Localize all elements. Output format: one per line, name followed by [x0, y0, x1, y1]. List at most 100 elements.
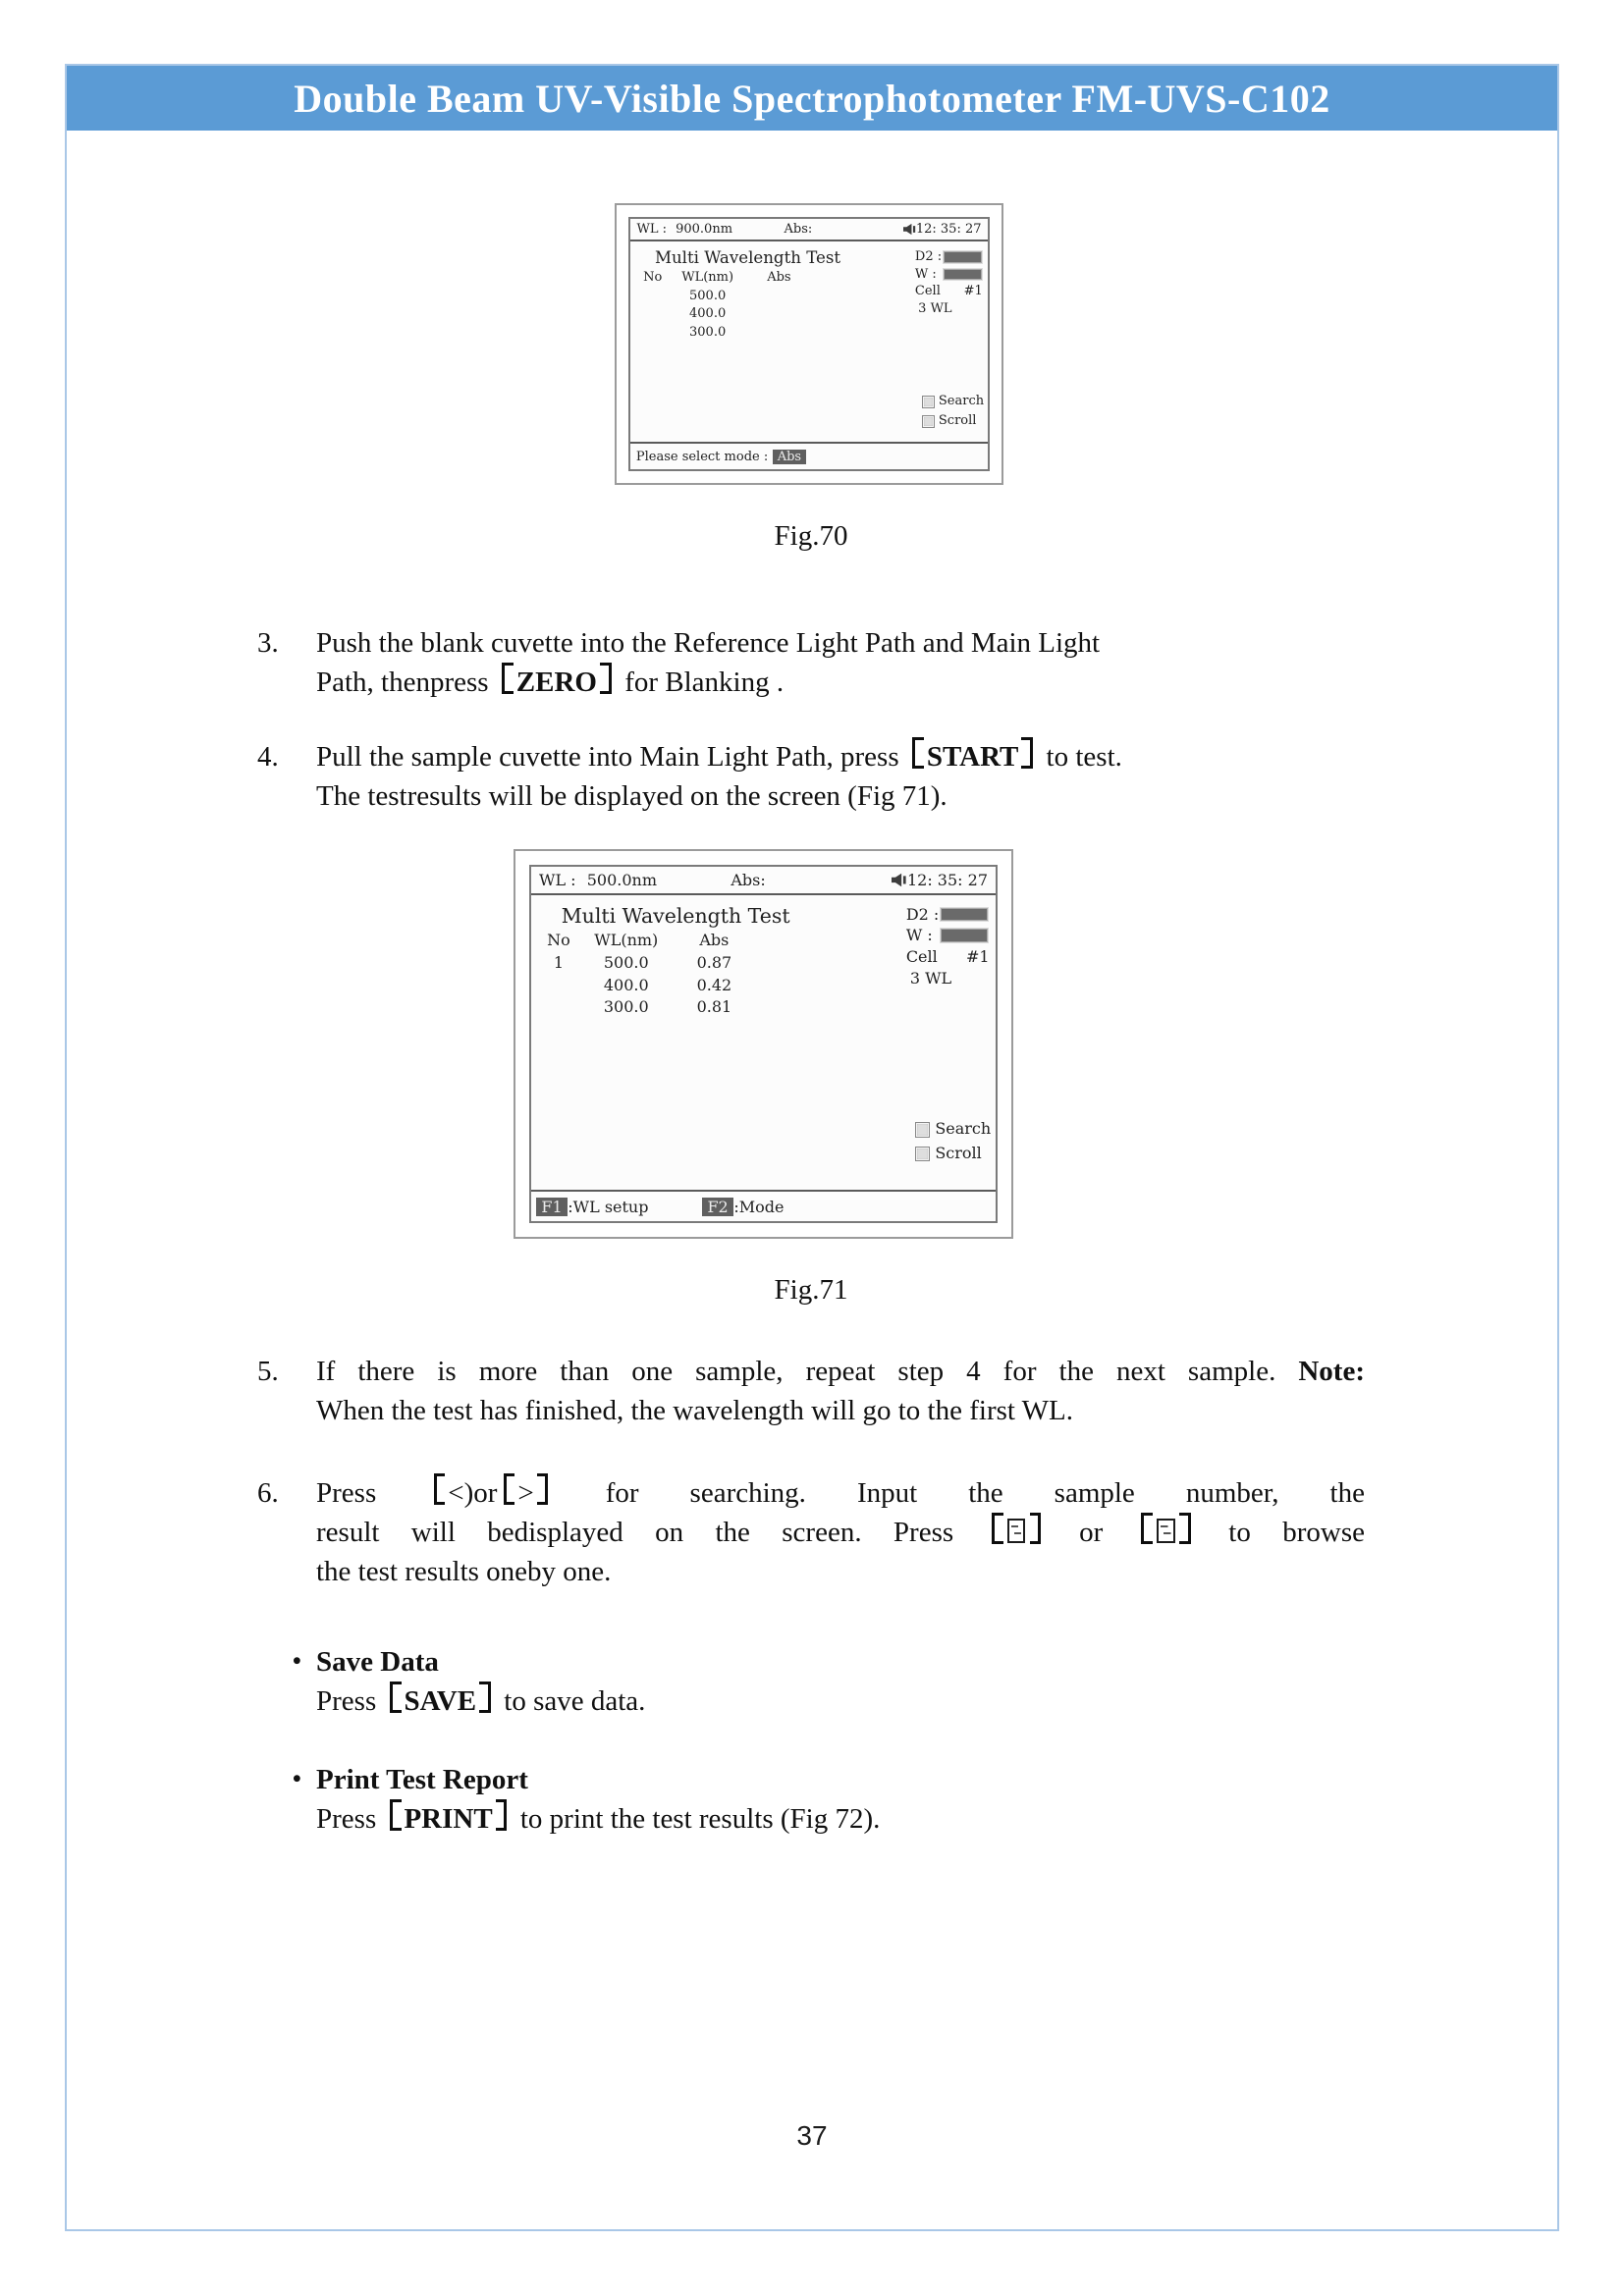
text-segment: Pull the sample cuvette into Main Light …: [316, 741, 906, 773]
lamp-status-panel: D2 : W : Cell#1 3 WL: [915, 248, 983, 317]
cell-indicator: Cell#1: [914, 284, 983, 299]
col-abs: Abs: [767, 270, 791, 286]
text-line: Pull the sample cuvette into Main Light …: [316, 737, 1365, 776]
right-lenticular-bracket-icon: [599, 663, 612, 695]
figure-70: WL :900.0nm Abs: 12: 35: 27 Multi Wavele…: [257, 203, 1365, 553]
speaker-icon: [892, 873, 909, 886]
missing-glyph-box-icon: [1157, 1518, 1175, 1544]
wl-count: 3 WL: [918, 300, 952, 316]
figure-71: WL :500.0nm Abs: 12: 35: 27 Multi Wavele…: [257, 849, 1365, 1307]
text-line: If there is more than one sample, repeat…: [316, 1352, 1365, 1391]
w-lamp-bar-icon: [943, 268, 983, 281]
text-segment: Print Test Report: [316, 1764, 528, 1795]
col-no: No: [643, 270, 663, 286]
left-lenticular-bracket-icon: [433, 1473, 446, 1506]
text-segment: The testresults will be displayed on the…: [316, 780, 947, 812]
step-text: Pull the sample cuvette into Main Light …: [316, 737, 1365, 816]
search-hint: Search: [914, 1117, 991, 1142]
f2-label: Mode: [738, 1197, 785, 1216]
col-wl: WL(nm): [594, 931, 659, 950]
d2-lamp-indicator: D2 :: [915, 248, 983, 266]
page-number: 37: [796, 2120, 828, 2151]
search-hint: Search: [921, 392, 984, 411]
bullet-marker: •: [293, 1766, 301, 1792]
clock-readout: 12: 35: 27: [906, 871, 988, 889]
step-number: 3.: [257, 627, 279, 659]
fig70-screen-main: Multi Wavelength Test No WL(nm) Abs 500.…: [630, 241, 988, 442]
fig70-device-frame: WL :900.0nm Abs: 12: 35: 27 Multi Wavele…: [615, 203, 1003, 485]
step-text: Push the blank cuvette into the Referenc…: [316, 623, 1365, 702]
text-segment: Note:: [1298, 1356, 1365, 1387]
left-lenticular-bracket-icon: [991, 1513, 1003, 1545]
text-line: the test results oneby one.: [316, 1552, 1365, 1591]
text-line: Save Data: [316, 1642, 1365, 1682]
text-line: Path, thenpress ZERO for Blanking .: [316, 663, 1365, 702]
fig71-status-bar: WL :500.0nm Abs: 12: 35: 27: [531, 867, 996, 895]
text-segment: to save data.: [497, 1685, 646, 1717]
wl-value: 900.0nm: [676, 222, 733, 237]
left-lenticular-bracket-icon: [389, 1799, 402, 1832]
text-line: result will bedisplayed on the screen. P…: [316, 1513, 1365, 1552]
col-no: No: [547, 931, 570, 950]
text-segment: When the test has finished, the waveleng…: [316, 1395, 1074, 1426]
fig70-prompt-bar: Please select mode : Abs: [630, 442, 988, 469]
text-segment: START: [926, 741, 1019, 773]
d2-lamp-bar-icon: [943, 251, 983, 263]
table-header: No WL(nm) Abs: [630, 269, 988, 287]
text-segment: for searching. Input the sample number, …: [554, 1477, 1365, 1509]
selected-mode-badge: Abs: [772, 449, 807, 464]
fig70-lcd-screen: WL :900.0nm Abs: 12: 35: 27 Multi Wavele…: [628, 217, 990, 471]
step-item-5: 5. If there is more than one sample, rep…: [257, 1352, 1365, 1430]
fig70-status-bar: WL :900.0nm Abs: 12: 35: 27: [630, 219, 988, 241]
w-lamp-bar-icon: [941, 929, 989, 942]
d2-lamp-bar-icon: [941, 907, 989, 922]
search-keys-icon: [914, 1122, 931, 1138]
text-segment: Press: [316, 1477, 428, 1509]
text-segment: If there is more than one sample, repeat…: [316, 1356, 1299, 1387]
abs-readout: Abs:: [731, 871, 766, 889]
screen-title: Multi Wavelength Test: [561, 904, 790, 929]
text-segment: Press: [316, 1803, 384, 1835]
step-item-6: 6. Press <)or> for searching. Input the …: [257, 1473, 1365, 1591]
w-lamp-indicator: W :: [906, 925, 990, 946]
text-segment: SAVE: [404, 1685, 477, 1717]
step-item-4: 4. Pull the sample cuvette into Main Lig…: [257, 737, 1365, 816]
left-lenticular-bracket-icon: [503, 1473, 515, 1506]
left-lenticular-bracket-icon: [389, 1682, 402, 1714]
right-lenticular-bracket-icon: [1178, 1513, 1191, 1545]
right-lenticular-bracket-icon: [1021, 737, 1033, 770]
wavelength-readout: WL :500.0nm: [539, 867, 657, 893]
page-title: Double Beam UV-Visible Spectrophotometer…: [294, 76, 1330, 121]
text-segment: for Blanking .: [617, 667, 785, 698]
left-lenticular-bracket-icon: [502, 663, 514, 695]
lamp-status-panel: D2 : W : Cell#1 3 WL: [906, 904, 990, 988]
table-row: 300.0 0.81: [603, 997, 732, 1017]
text-segment: to print the test results (Fig 72).: [513, 1803, 881, 1835]
text-segment: >: [517, 1477, 534, 1509]
speaker-icon: [902, 223, 918, 235]
f1-key-badge: F1: [535, 1197, 568, 1216]
w-lamp-indicator: W :: [915, 266, 983, 284]
figure-caption: Fig.71: [774, 1274, 848, 1306]
f2-key-badge: F2: [701, 1197, 734, 1216]
text-segment: ZERO: [515, 667, 597, 698]
text-line: Print Test Report: [316, 1760, 1365, 1799]
wl-value: 500.0nm: [586, 871, 658, 889]
text-segment: result will bedisplayed on the screen. P…: [316, 1517, 986, 1548]
text-segment: Path, thenpress: [316, 667, 496, 698]
step-text: If there is more than one sample, repeat…: [316, 1352, 1365, 1430]
right-lenticular-bracket-icon: [536, 1473, 549, 1506]
step-number: 6.: [257, 1477, 279, 1509]
f1-label: WL setup: [572, 1197, 649, 1216]
text-line: When the test has finished, the waveleng…: [316, 1391, 1365, 1430]
d2-lamp-indicator: D2 :: [906, 904, 990, 926]
key-hint-legend: Search Scroll: [914, 1117, 991, 1166]
table-row: 400.0: [689, 306, 727, 322]
scroll-keys-icon: [914, 1146, 931, 1162]
bullet-marker: •: [293, 1648, 301, 1675]
step-item-3: 3. Push the blank cuvette into the Refer…: [257, 623, 1365, 702]
text-segment: PRINT: [404, 1803, 493, 1835]
missing-glyph-box-icon: [1006, 1518, 1026, 1544]
